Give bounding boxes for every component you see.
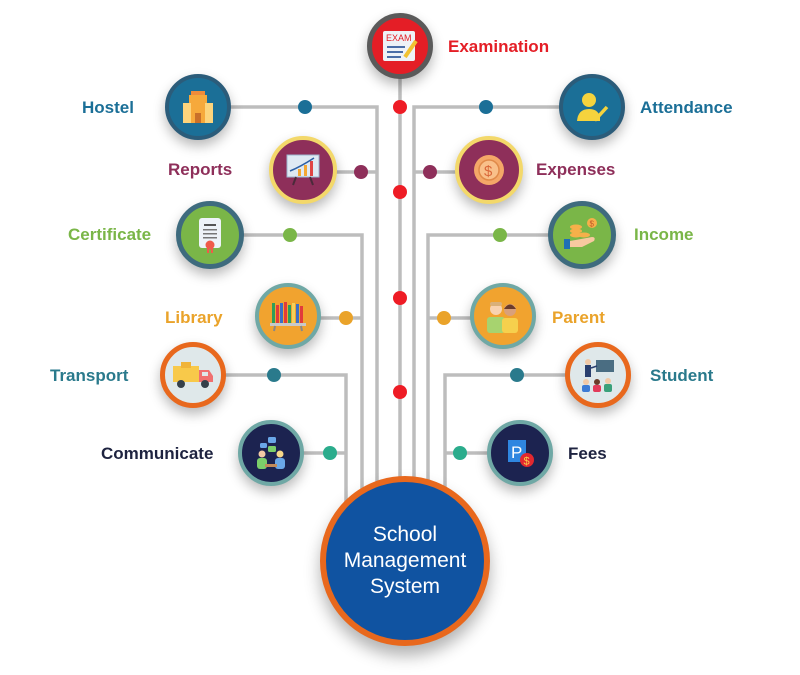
hostel-node[interactable] bbox=[165, 74, 231, 140]
student-label: Student bbox=[650, 366, 714, 385]
center-title-line1: School bbox=[372, 523, 438, 546]
chart-board-icon bbox=[286, 154, 320, 186]
parents-icon bbox=[487, 302, 518, 333]
svg-text:$: $ bbox=[524, 456, 530, 468]
examination-label: Examination bbox=[448, 37, 550, 56]
bookshelf-icon bbox=[270, 302, 306, 332]
payment-icon: P $ bbox=[508, 440, 534, 468]
reports-node[interactable] bbox=[269, 136, 337, 204]
parent-label: Parent bbox=[552, 308, 605, 327]
expenses-node[interactable]: $ bbox=[455, 136, 523, 204]
truck-icon bbox=[173, 362, 213, 388]
coin-icon: $ bbox=[474, 155, 504, 185]
chat-people-icon bbox=[257, 437, 285, 469]
communicate-node[interactable] bbox=[238, 420, 304, 486]
examination-node[interactable]: EXAM bbox=[367, 13, 433, 79]
library-node[interactable] bbox=[255, 283, 321, 349]
building-icon bbox=[183, 91, 213, 123]
svg-text:P: P bbox=[511, 443, 522, 462]
center-title: School Management System bbox=[344, 522, 467, 600]
expenses-label: Expenses bbox=[536, 160, 616, 179]
svg-text:EXAM: EXAM bbox=[386, 33, 412, 43]
center-title-line2: Management bbox=[343, 549, 467, 572]
hostel-label: Hostel bbox=[82, 98, 134, 117]
svg-text:$: $ bbox=[484, 163, 493, 180]
fees-label: Fees bbox=[568, 444, 607, 463]
fees-node[interactable]: P $ bbox=[487, 420, 553, 486]
parent-node[interactable] bbox=[470, 283, 536, 349]
classroom-icon bbox=[582, 359, 614, 392]
svg-text:$: $ bbox=[590, 220, 595, 229]
transport-node[interactable] bbox=[160, 342, 226, 408]
exam-icon: EXAM bbox=[383, 31, 418, 61]
attendance-label: Attendance bbox=[640, 98, 733, 117]
income-label: Income bbox=[634, 225, 694, 244]
certificate-label: Certificate bbox=[68, 225, 152, 244]
center-title-line3: System bbox=[369, 575, 440, 598]
transport-label: Transport bbox=[50, 366, 129, 385]
library-label: Library bbox=[165, 308, 223, 327]
certificate-icon bbox=[199, 218, 221, 253]
communicate-label: Communicate bbox=[101, 444, 214, 463]
center-hub[interactable]: School Management System bbox=[320, 476, 490, 646]
income-node[interactable]: $ bbox=[548, 201, 616, 269]
attendance-node[interactable] bbox=[559, 74, 625, 140]
reports-label: Reports bbox=[168, 160, 233, 179]
attendance-check-icon bbox=[577, 93, 609, 122]
certificate-node[interactable] bbox=[176, 201, 244, 269]
student-node[interactable] bbox=[565, 342, 631, 408]
money-hand-icon: $ bbox=[564, 218, 597, 249]
